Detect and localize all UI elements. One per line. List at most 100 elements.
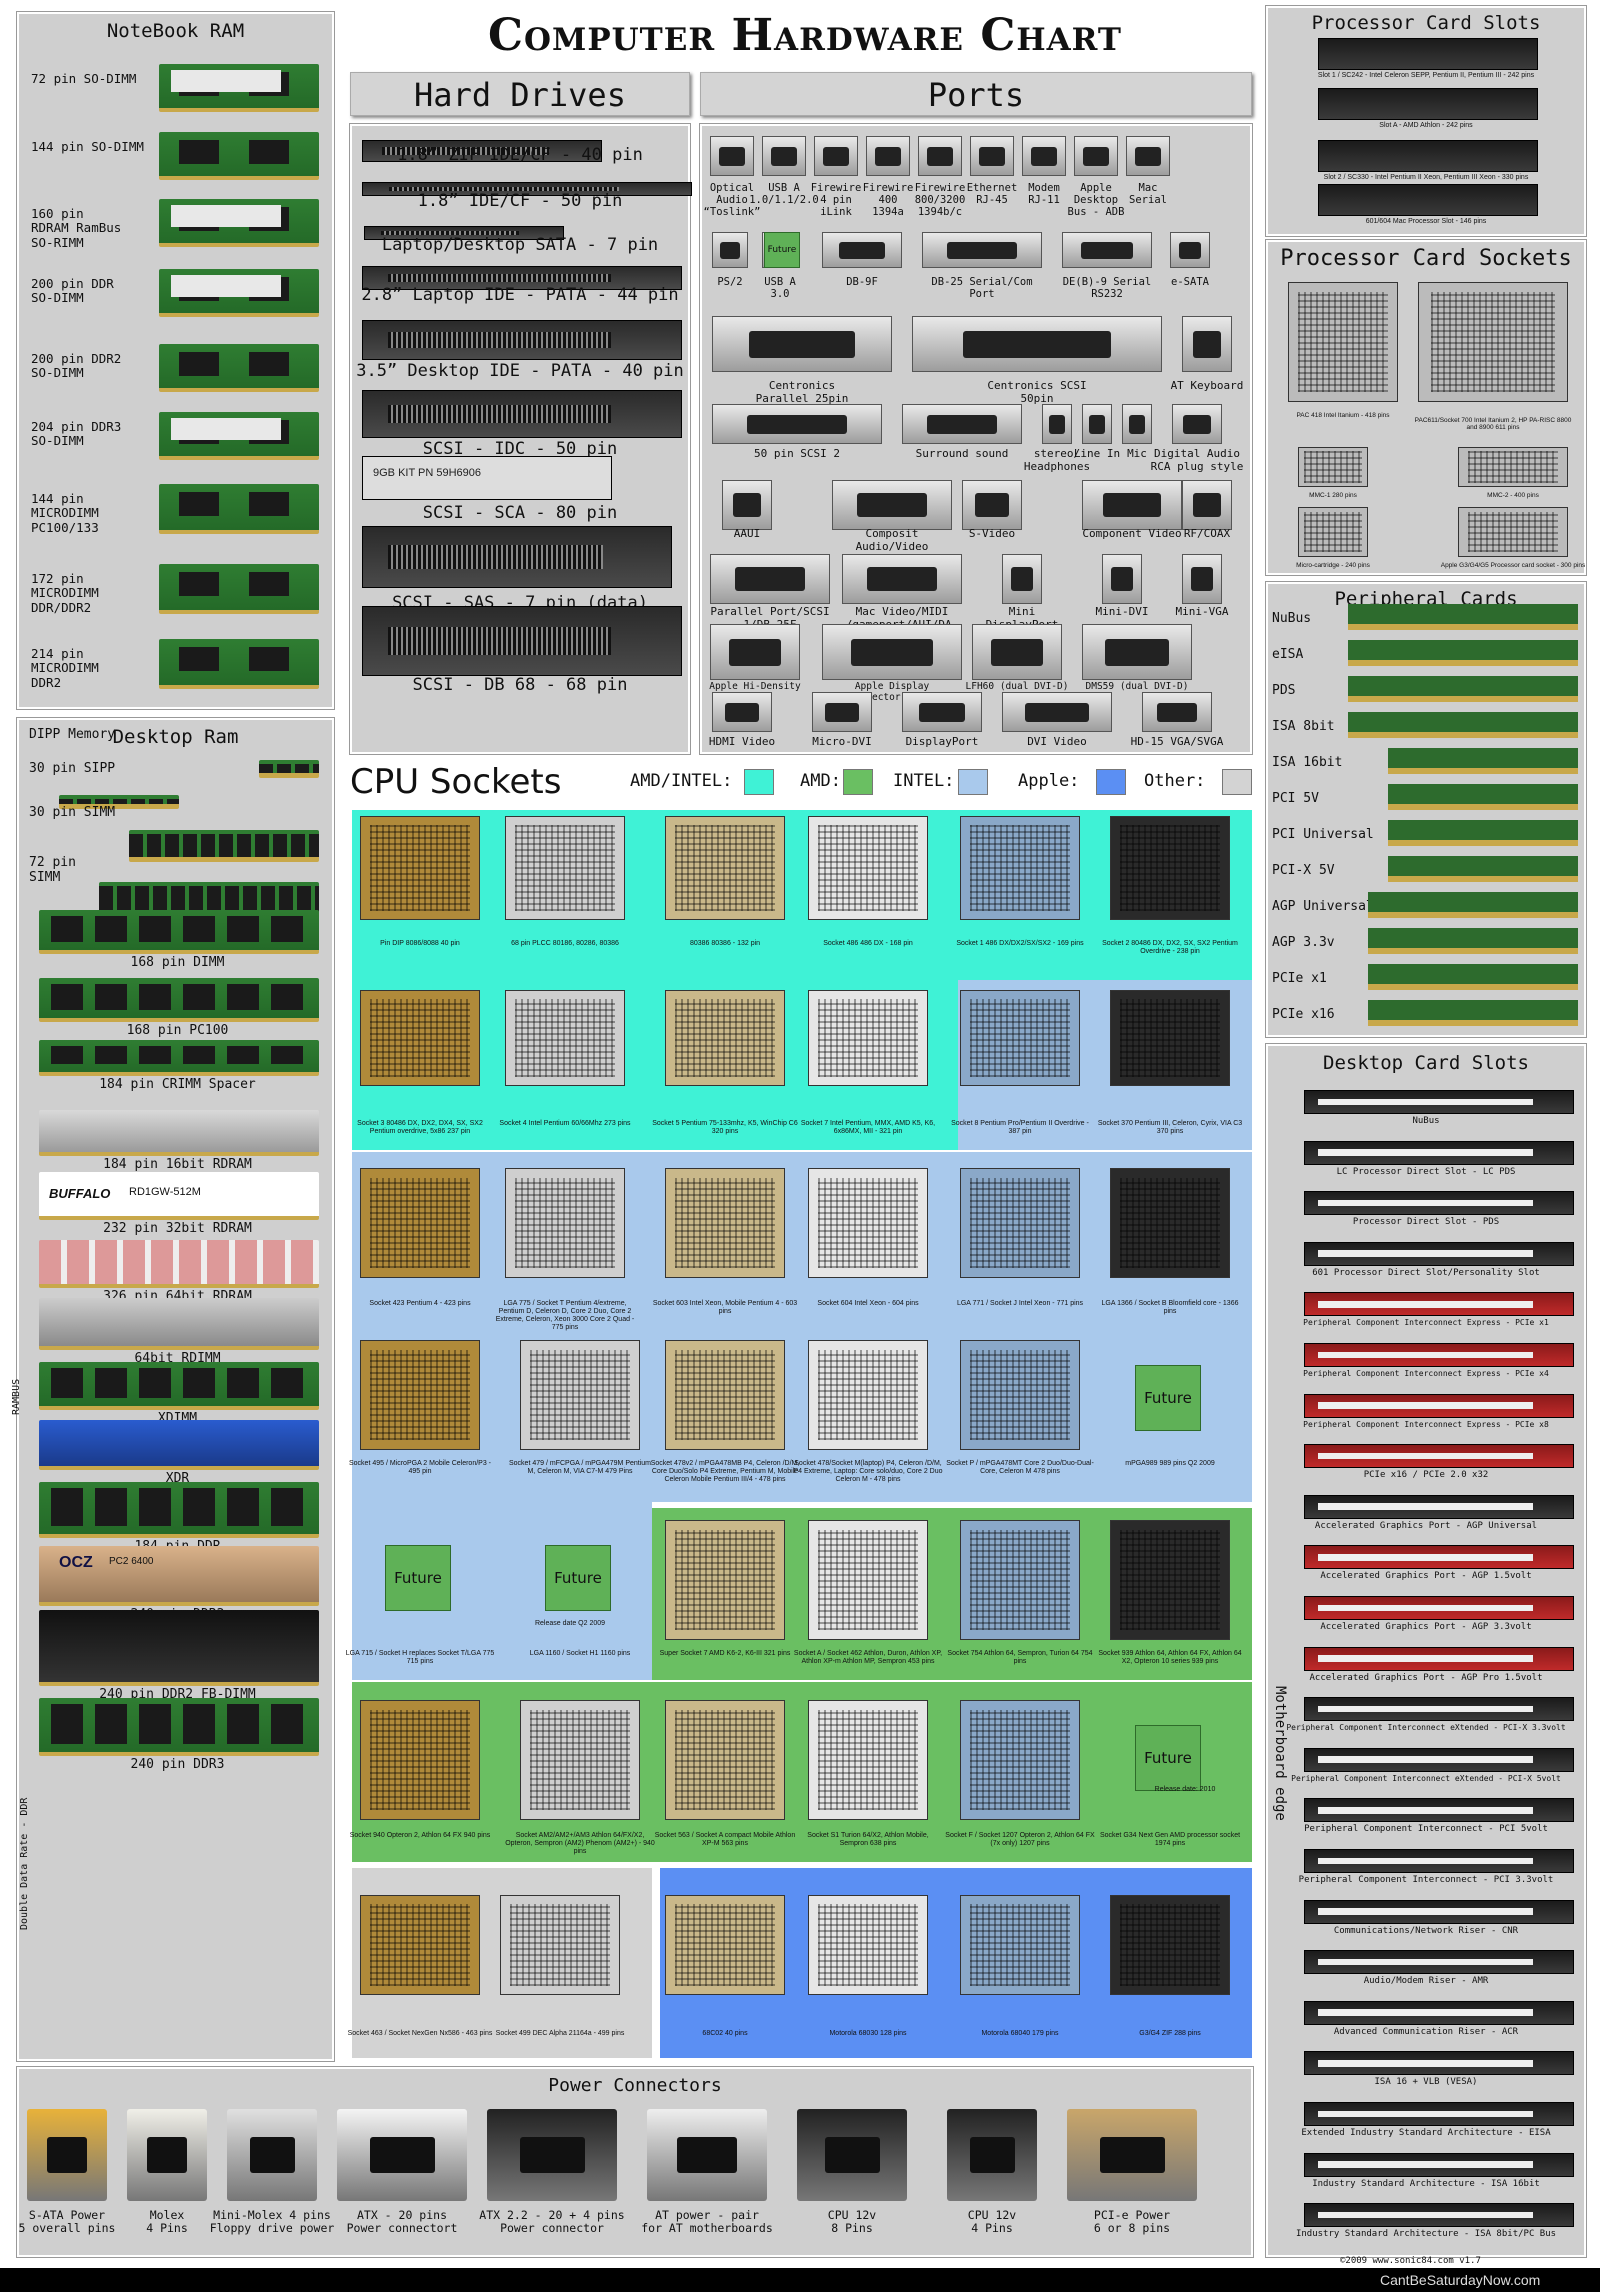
connector-body <box>1099 2136 1165 2174</box>
notebook-ram-stick <box>159 64 319 112</box>
ram-chip <box>271 1704 303 1744</box>
port-hole <box>719 146 745 166</box>
cpu-socket-caption: Socket 478v2 / mPGA478MB P4, Celeron /D/… <box>650 1460 800 1484</box>
port-hole <box>1083 146 1109 166</box>
desktop-card-slot <box>1304 2102 1574 2126</box>
future-socket-badge: Future <box>385 1545 451 1611</box>
ram-chip <box>95 984 127 1010</box>
port-hole <box>875 146 901 166</box>
power-label: CPU 12v 4 Pins <box>967 2208 1017 2236</box>
desktop-card-slot <box>1304 1140 1574 1165</box>
port-label: Line In <box>1073 447 1121 460</box>
hard-drive-label: 1.8” ZIF IDE/CF - 40 pin <box>397 145 643 165</box>
port-connector <box>1002 554 1042 604</box>
hard-drive-label: SCSI - IDC - 50 pin <box>422 439 618 459</box>
notebook-ram-stick <box>159 412 319 460</box>
slot-opening <box>1318 1351 1533 1359</box>
notebook-ram-label: 200 pin DDR SO-DIMM <box>31 276 114 306</box>
cpu-socket-caption: Motorola 68040 179 pins <box>981 2030 1059 2037</box>
port-label: USB A 3.0 <box>764 276 796 301</box>
cpu-socket-caption: Socket 479 / mFCPGA / mPGA479M Pentium M… <box>509 1460 651 1476</box>
future-socket-badge: Future <box>545 1545 611 1611</box>
socket-pin-grid <box>818 998 918 1078</box>
processor-socket-caption: PAC 418 Intel Itanium - 418 pins <box>1296 412 1390 419</box>
slot-opening <box>1318 1756 1533 1764</box>
port-hole <box>1178 241 1202 259</box>
ram-chip <box>51 1488 83 1526</box>
power-connector <box>27 2109 107 2201</box>
peripheral-card-label: PCIe x1 <box>1272 971 1327 986</box>
socket-pin-grid <box>1297 292 1389 392</box>
port-connector <box>814 136 858 176</box>
desktop-ram-stick <box>39 1482 319 1538</box>
desktop-ram-label: 72 pin SIMM <box>29 855 76 885</box>
cpu-socket-caption: Pin DIP 8086/8088 40 pin <box>380 940 460 947</box>
drive-pins <box>388 404 612 424</box>
desktop-slot-label: Industry Standard Architecture - ISA 16b… <box>1312 2178 1540 2189</box>
ram-chip <box>227 1046 259 1064</box>
port-hole <box>1182 414 1212 434</box>
port-connector <box>1082 624 1192 680</box>
desktop-ram-title: Desktop Ram <box>112 726 239 748</box>
peripheral-card-label: PCI 5V <box>1272 791 1319 806</box>
legend-label: AMD/INTEL: <box>630 771 733 791</box>
processor-card-slot <box>1318 184 1538 216</box>
socket-pin-grid <box>515 1177 615 1269</box>
cpu-socket-photo <box>1110 816 1230 920</box>
notebook-ram-label: 72 pin SO-DIMM <box>31 71 137 86</box>
legend-swatch <box>843 769 873 795</box>
cpu-socket-photo <box>960 1168 1080 1278</box>
port-label: DE(B)-9 Serial RS232 <box>1062 276 1152 301</box>
port-hole <box>850 638 934 666</box>
power-label: S-ATA Power 5 overall pins <box>18 2208 116 2236</box>
cpu-socket-caption: 68 pin PLCC 80186, 80286, 80386 <box>511 940 619 947</box>
socket-pin-grid <box>530 1349 630 1441</box>
cpu-sockets-title: CPU Sockets <box>350 762 562 802</box>
cpu-socket-photo <box>520 1700 640 1820</box>
ram-chip <box>139 916 171 942</box>
desktop-slot-label: Processor Direct Slot - PDS <box>1352 1217 1500 1228</box>
power-connector <box>1067 2109 1197 2201</box>
ram-chip <box>271 1368 303 1398</box>
cpu-socket-photo <box>665 1520 785 1640</box>
port-label: 50 pin SCSI 2 <box>753 447 841 460</box>
hard-drive-connector <box>362 140 602 162</box>
port-label: Modem RJ-11 <box>1028 182 1060 207</box>
peripheral-card-edge <box>1388 820 1578 846</box>
port-hole <box>1088 414 1106 434</box>
socket-pin-grid <box>818 1530 918 1630</box>
drive-pins <box>388 332 612 348</box>
proc-sockets-title: Processor Card Sockets <box>1280 246 1572 271</box>
cpu-socket-photo <box>665 1168 785 1278</box>
power-connector <box>227 2109 317 2201</box>
desktop-slot-label: PCIe x16 / PCIe 2.0 x32 <box>1363 1470 1489 1481</box>
socket-pin-grid <box>370 1349 470 1441</box>
cpu-socket-photo <box>360 1895 480 1995</box>
hard-drive-connector <box>362 390 682 438</box>
port-label: Apple Desktop Bus - ADB <box>1067 182 1125 219</box>
cpu-socket-caption: Socket 486 486 DX - 168 pin <box>823 940 913 947</box>
desktop-slot-label: Peripheral Component Interconnect eXtend… <box>1291 1773 1561 1783</box>
port-hole <box>1190 567 1214 591</box>
ram-chip <box>227 916 259 942</box>
port-connector <box>1042 404 1072 444</box>
ram-chip <box>183 916 215 942</box>
cpu-socket-caption: 68C02 40 pins <box>702 2030 748 2037</box>
cpu-socket-photo <box>960 1520 1080 1640</box>
desktop-ram-stick <box>129 830 319 862</box>
port-label: Firewire 4 pin iLink <box>810 182 862 219</box>
peripheral-card-label: eISA <box>1272 647 1304 662</box>
desktop-card-slot <box>1304 1393 1574 1418</box>
desktop-slot-label: Advanced Communication Riser - ACR <box>1333 2026 1519 2037</box>
cpu-socket-photo <box>360 990 480 1086</box>
cpu-socket-caption: LGA 715 / Socket H replaces Socket T/LGA… <box>345 1650 495 1666</box>
port-connector <box>962 480 1022 530</box>
desktop-ram-stick <box>39 1698 319 1756</box>
desktop-ram-label: DIPP Memory <box>29 727 116 742</box>
cpu-socket-caption: Socket 463 / Socket NexGen Nx586 - 463 p… <box>347 2030 493 2037</box>
processor-socket-caption: Apple G3/G4/G5 Processor card socket - 3… <box>1440 562 1586 569</box>
cpu-socket-photo <box>808 1895 928 1995</box>
processor-card-slot <box>1318 140 1538 172</box>
notebook-ram-stick <box>159 269 319 317</box>
